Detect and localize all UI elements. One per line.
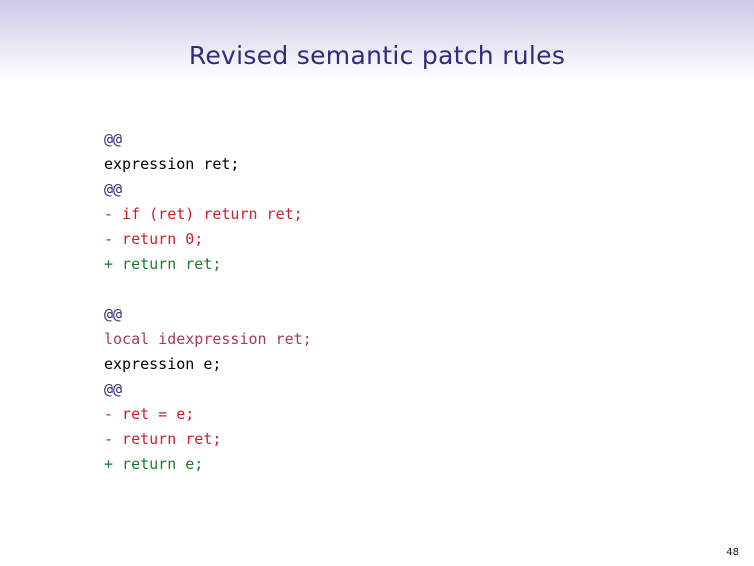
code-line: expression e; (104, 355, 222, 373)
code-line: - ret = e; (104, 405, 195, 423)
code-line: - if (ret) return ret; (104, 205, 303, 223)
code-line: - return 0; (104, 230, 204, 248)
semantic-patch-code-block: @@ expression ret; @@ - if (ret) return ret… (104, 127, 312, 477)
code-line: local idexpression ret; (104, 330, 312, 348)
page-title: Revised semantic patch rules (188, 41, 566, 70)
code-line: + return e; (104, 455, 204, 473)
code-line: - return ret; (104, 430, 222, 448)
code-line: @@ (104, 305, 123, 323)
code-line: expression ret; (104, 155, 240, 173)
header-gradient-band (0, 0, 754, 84)
code-line: @@ (104, 130, 123, 148)
code-line: + return ret; (104, 255, 222, 273)
code-line: @@ (104, 180, 123, 198)
code-line-blank (104, 277, 312, 302)
page-number: 48 (726, 547, 739, 558)
code-line: @@ (104, 380, 123, 398)
